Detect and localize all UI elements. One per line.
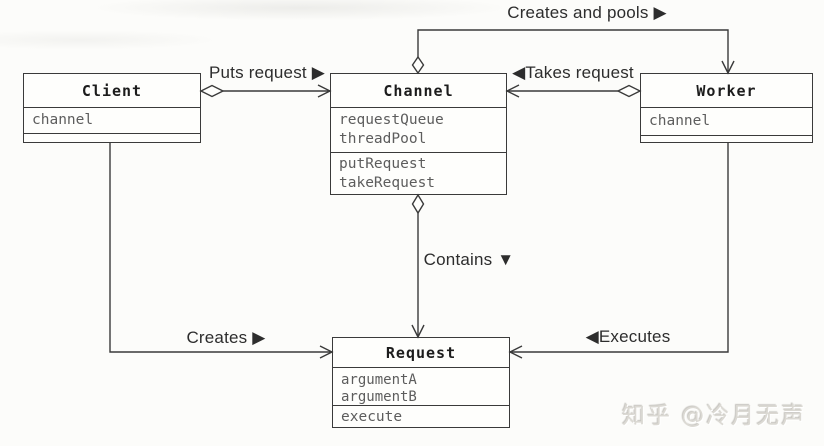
attribute-request-queue: requestQueue <box>339 112 444 128</box>
class-attributes-client: channel <box>24 108 200 134</box>
class-box-client: Client channel <box>23 73 201 143</box>
class-title-worker: Worker <box>641 74 812 108</box>
aggregation-diamond-icon <box>411 55 425 75</box>
open-arrowhead-icon <box>508 345 523 359</box>
label-takes-request: ◀Takes request <box>512 63 634 82</box>
class-title-channel: Channel <box>331 74 506 108</box>
class-box-channel: Channel requestQueue threadPool putReque… <box>330 73 507 195</box>
class-methods-channel: putRequest takeRequest <box>331 153 506 194</box>
class-methods-client-empty <box>24 134 200 142</box>
class-attributes-request: argumentA argumentB <box>333 368 509 406</box>
method-put-request: putRequest <box>339 156 427 172</box>
attribute-argument-b: argumentB <box>341 388 417 405</box>
zhihu-watermark: 知乎 @冷月无声 <box>622 403 807 429</box>
open-arrowhead-icon <box>317 84 332 98</box>
class-attributes-channel: requestQueue threadPool <box>331 108 506 153</box>
aggregation-diamond-icon <box>616 84 642 98</box>
label-creates-and-pools: Creates and pools ▶ <box>507 3 667 22</box>
association-worker-request-executes <box>508 143 729 359</box>
association-channel-request-contains <box>411 193 425 339</box>
class-methods-request: execute <box>333 406 509 427</box>
class-methods-worker-empty <box>641 136 812 142</box>
aggregation-diamond-icon <box>199 84 225 98</box>
class-box-request: Request argumentA argumentB execute <box>332 337 510 428</box>
association-worker-channel <box>505 84 642 98</box>
attribute-thread-pool: threadPool <box>339 131 427 147</box>
aggregation-diamond-icon <box>411 193 425 215</box>
class-title-client: Client <box>24 74 200 108</box>
association-client-channel <box>199 84 332 98</box>
attribute-channel: channel <box>32 112 94 128</box>
open-arrowhead-icon <box>319 345 334 359</box>
label-executes: ◀Executes <box>585 327 671 346</box>
method-take-request: takeRequest <box>339 175 436 191</box>
association-client-request-creates <box>109 143 334 359</box>
class-box-worker: Worker channel <box>640 73 813 143</box>
attribute-argument-a: argumentA <box>341 372 417 388</box>
method-execute: execute <box>341 409 403 425</box>
label-creates: Creates ▶ <box>186 328 266 347</box>
label-contains: Contains ▼ <box>423 250 515 269</box>
label-puts-request: Puts request ▶ <box>208 63 326 82</box>
class-title-request: Request <box>333 338 509 368</box>
class-attributes-worker: channel <box>641 108 812 136</box>
open-arrowhead-icon <box>721 60 735 75</box>
attribute-channel: channel <box>649 113 711 129</box>
open-arrowhead-icon <box>505 84 520 98</box>
open-arrowhead-icon <box>411 324 425 339</box>
